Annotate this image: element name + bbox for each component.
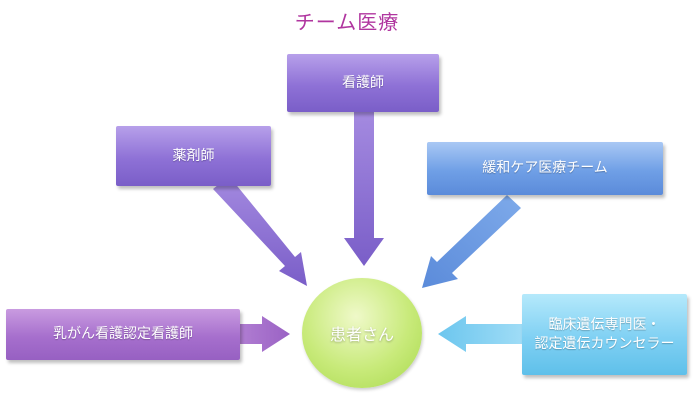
patient-label: 患者さん — [329, 325, 394, 344]
role-label-genetics-line1: 臨床遺伝専門医・ — [548, 316, 661, 333]
role-box-nurse: 看護師 — [287, 54, 439, 112]
diagram-title: チーム医療 — [294, 10, 400, 34]
role-label-palliative-team: 緩和ケア医療チーム — [482, 160, 608, 177]
arrow-palliative — [422, 195, 521, 288]
role-box-genetics: 臨床遺伝専門医・ 認定遺伝カウンセラー — [522, 294, 687, 375]
arrow-breast-nurse — [240, 316, 290, 352]
role-box-pharmacist: 薬剤師 — [116, 126, 271, 186]
arrow-pharmacist — [213, 176, 307, 286]
role-label-breast-cancer-nurse: 乳がん看護認定看護師 — [53, 326, 193, 343]
role-box-breast-cancer-nurse: 乳がん看護認定看護師 — [6, 309, 240, 360]
role-label-pharmacist: 薬剤師 — [172, 147, 215, 164]
role-label-genetics: 臨床遺伝専門医・ 認定遺伝カウンセラー — [535, 316, 675, 354]
arrow-genetic — [438, 316, 522, 352]
role-label-nurse: 看護師 — [342, 74, 384, 91]
arrow-nurse — [344, 112, 384, 266]
patient-circle: 患者さん — [302, 278, 422, 388]
role-box-palliative-team: 緩和ケア医療チーム — [427, 142, 663, 195]
role-label-genetics-line2: 認定遺伝カウンセラー — [534, 335, 675, 352]
